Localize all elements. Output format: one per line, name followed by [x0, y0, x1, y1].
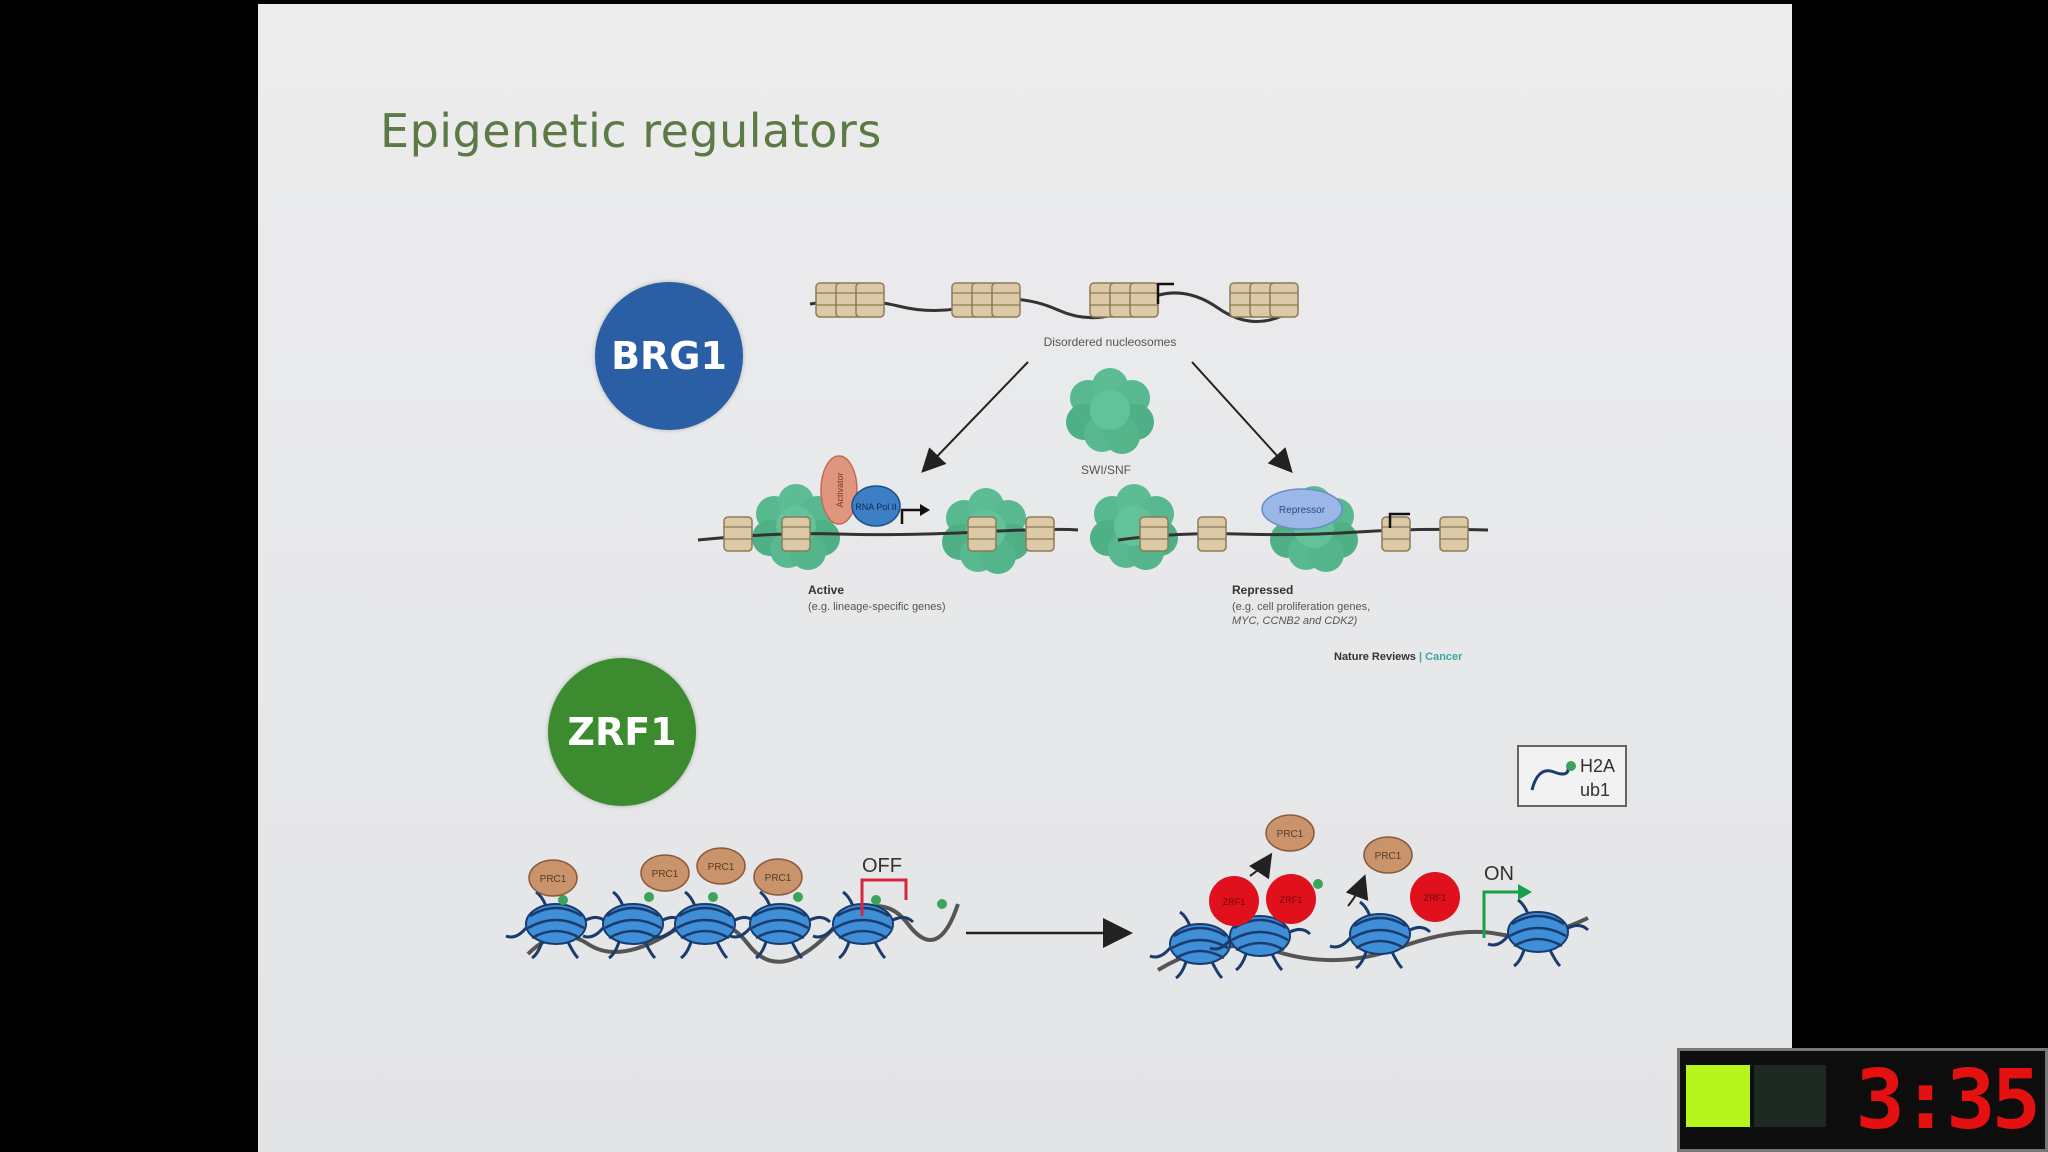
disordered-nucleosomes-label: Disordered nucleosomes [1044, 335, 1177, 349]
slide-title: Epigenetic regulators [380, 104, 882, 158]
repressor-protein [1261, 488, 1343, 530]
rna-pol-protein [851, 485, 901, 527]
arrow-to-repressed [1191, 361, 1293, 473]
repressed-title: Repressed [1232, 583, 1293, 597]
activator-protein [820, 455, 858, 525]
zrf1-on-chromatin [1148, 879, 1590, 980]
repressed-chromatin: Repressor [1090, 484, 1489, 572]
zrf1-off-chromatin [504, 890, 960, 964]
swi-snf-label: SWI/SNF [1081, 463, 1131, 477]
timer-display: 3:35 [1855, 1053, 2041, 1148]
diagram-canvas: Disordered nucleosomes SWI/SNF Activator… [504, 282, 1627, 980]
off-promoter-symbol [860, 878, 908, 916]
prc1-protein: PRC1 [640, 854, 690, 892]
repressor-label: Repressor [1279, 505, 1326, 516]
repressed-description-line1: (e.g. cell proliferation genes, [1232, 601, 1370, 613]
on-label: ON [1484, 863, 1514, 885]
active-description: (e.g. lineage-specific genes) [808, 601, 946, 613]
swi-snf-complex [1066, 368, 1154, 454]
zrf1-protein: ZRF1 [1209, 876, 1259, 926]
timer-status-light-off [1754, 1065, 1826, 1127]
off-label: OFF [862, 855, 902, 877]
legend-ub1: ub1 [1580, 780, 1610, 800]
speaker-timer: 3:35 [1677, 1048, 2048, 1152]
zrf1-protein-label: ZRF1 [1223, 897, 1246, 907]
released-prc1-protein: PRC1 [1345, 836, 1413, 907]
repressed-description-line2: MYC, CCNB2 and CDK2) [1232, 615, 1358, 627]
figure-credit: Nature Reviews | Cancer [1334, 651, 1463, 663]
presentation-slide: Epigenetic regulators [258, 4, 1792, 1152]
arrow-to-active [921, 361, 1029, 473]
zrf1-protein-label: ZRF1 [1280, 895, 1303, 905]
credit-separator: | [1416, 651, 1425, 663]
prc1-protein: PRC1 [753, 858, 803, 896]
active-title: Active [808, 583, 844, 597]
h2a-ub1-legend: H2A ub1 [1517, 745, 1627, 807]
prc1-label: PRC1 [1277, 829, 1304, 840]
rna-pol-label: RNA Pol II [855, 502, 897, 512]
credit-journal: Nature Reviews [1334, 651, 1416, 663]
zrf1-protein-label: ZRF1 [1424, 893, 1447, 903]
prc1-label: PRC1 [765, 873, 792, 884]
disordered-nucleosome-strand [809, 282, 1299, 323]
prc1-label: PRC1 [540, 874, 567, 885]
timer-status-light [1686, 1065, 1750, 1127]
prc1-label: PRC1 [1375, 851, 1402, 862]
zrf1-protein: ZRF1 [1266, 874, 1316, 924]
legend-h2a: H2A [1580, 756, 1615, 776]
prc1-protein: PRC1 [696, 847, 746, 885]
released-prc1-protein: PRC1 [1248, 814, 1315, 880]
prc1-label: PRC1 [652, 869, 679, 880]
activator-label: Activator [835, 472, 845, 507]
zrf1-badge: ZRF1 [548, 658, 696, 806]
zrf1-protein: ZRF1 [1410, 872, 1460, 922]
active-chromatin: Activator RNA Pol II [697, 455, 1079, 574]
credit-section: Cancer [1425, 651, 1463, 663]
brg1-badge: BRG1 [595, 282, 743, 430]
on-promoter-symbol [1482, 884, 1532, 938]
prc1-protein: PRC1 [528, 859, 578, 897]
prc1-label: PRC1 [708, 862, 735, 873]
